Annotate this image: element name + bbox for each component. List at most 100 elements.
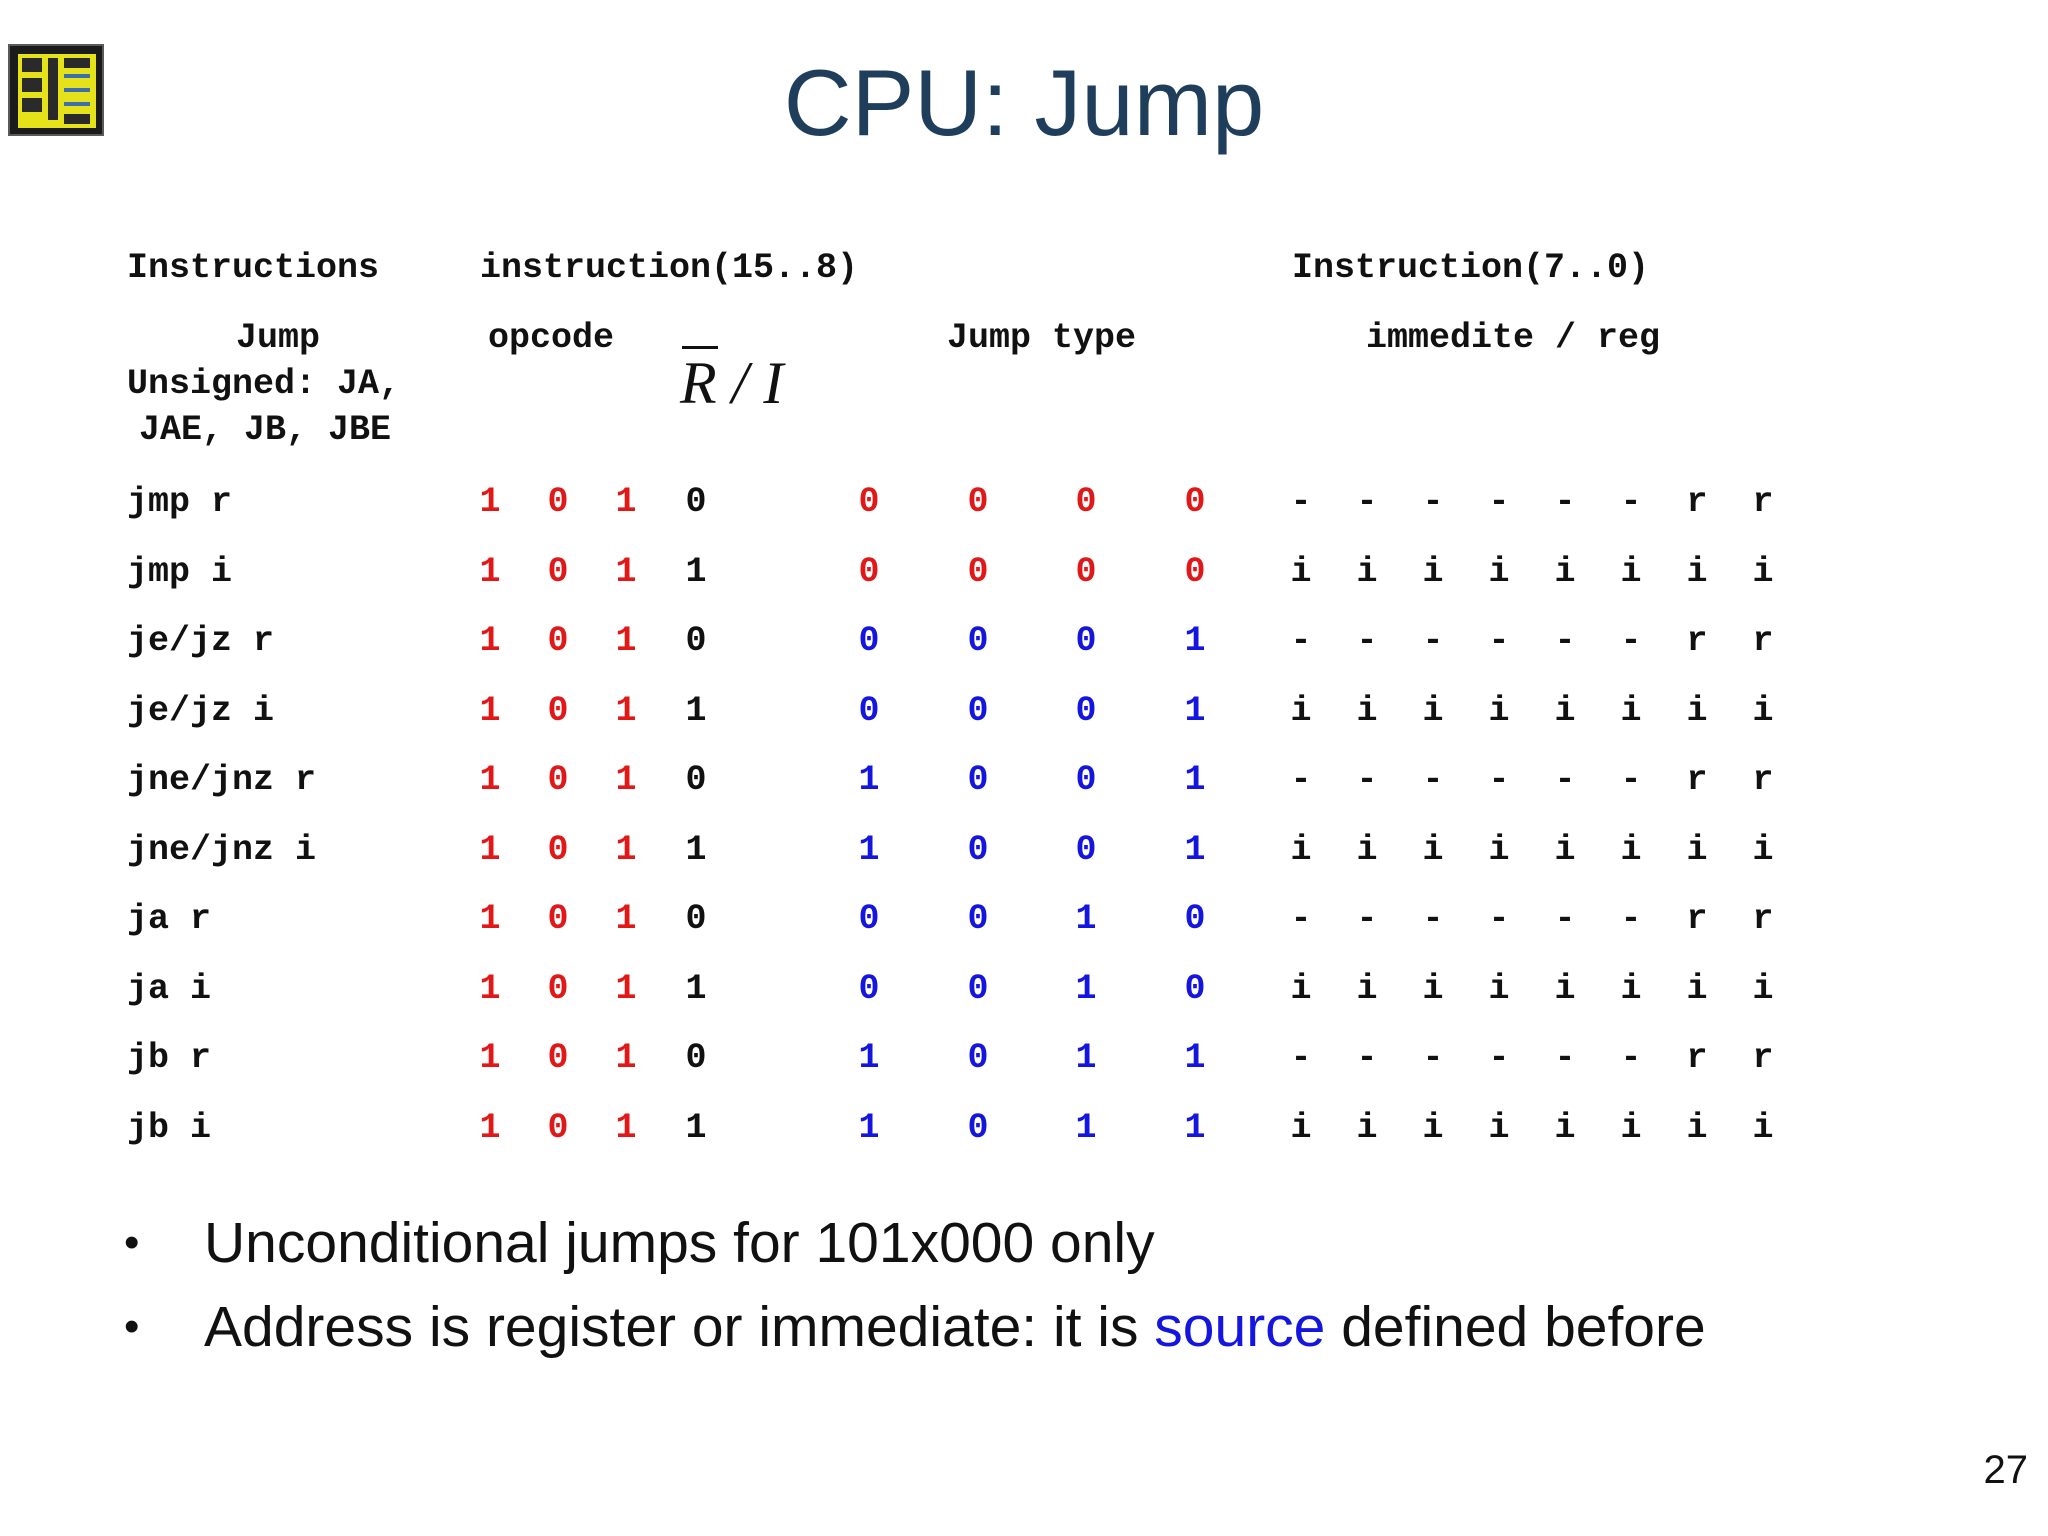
low-byte-bit: - (1620, 1038, 1642, 1078)
jump-type-bit: 0 (858, 482, 880, 522)
opcode-bit: 1 (615, 552, 637, 592)
jump-type-bit: 1 (1184, 760, 1206, 800)
low-byte-bit: - (1488, 482, 1510, 522)
opcode-bit: 1 (615, 621, 637, 661)
opcode-bit: 1 (479, 621, 501, 661)
low-byte-bit: i (1356, 691, 1378, 731)
ri-bit: 1 (685, 830, 707, 870)
instruction-name: jmp i (127, 552, 233, 592)
jump-type-bit: 1 (858, 1038, 880, 1078)
bullet-dot: • (124, 1302, 140, 1351)
opcode-bit: 0 (547, 482, 569, 522)
jump-type-bit: 0 (858, 552, 880, 592)
low-byte-bit: - (1554, 482, 1576, 522)
ri-bit: 0 (685, 760, 707, 800)
opcode-bit: 0 (547, 760, 569, 800)
jump-type-bit: 1 (1075, 899, 1097, 939)
opcode-bit: 1 (479, 969, 501, 1009)
jump-type-bit: 0 (1075, 760, 1097, 800)
opcode-bit: 1 (615, 969, 637, 1009)
jump-type-bit: 0 (1075, 621, 1097, 661)
low-byte-bit: i (1488, 830, 1510, 870)
instruction-name: ja r (127, 899, 212, 939)
low-byte-bit: - (1554, 1038, 1576, 1078)
header-unsigned: Unsigned: JA, (127, 364, 401, 404)
bullet-text: Unconditional jumps for 101x000 only (204, 1211, 1155, 1275)
overbar (682, 346, 718, 349)
ri-bit: 0 (685, 1038, 707, 1078)
jump-type-bit: 1 (858, 830, 880, 870)
header-instructions: Instructions (127, 248, 380, 288)
low-byte-bit: - (1620, 899, 1642, 939)
opcode-bit: 1 (479, 691, 501, 731)
low-byte-bit: i (1422, 1108, 1444, 1148)
low-byte-bit: i (1422, 552, 1444, 592)
low-byte-bit: r (1686, 760, 1708, 800)
low-byte-bit: - (1620, 621, 1642, 661)
jump-type-bit: 1 (1184, 1038, 1206, 1078)
jump-type-bit: 1 (1075, 1038, 1097, 1078)
jump-type-bit: 0 (1184, 552, 1206, 592)
low-byte-bit: r (1752, 899, 1774, 939)
opcode-bit: 1 (615, 760, 637, 800)
page-number: 27 (1983, 1448, 2029, 1492)
low-byte-bit: - (1488, 1038, 1510, 1078)
low-byte-bit: i (1686, 552, 1708, 592)
jump-type-bit: 1 (858, 1108, 880, 1148)
opcode-bit: 0 (547, 1038, 569, 1078)
low-byte-bit: i (1620, 552, 1642, 592)
jump-type-bit: 0 (967, 691, 989, 731)
jump-type-bit: 0 (967, 1108, 989, 1148)
jump-type-bit: 0 (858, 691, 880, 731)
low-byte-bit: i (1620, 1108, 1642, 1148)
bullet-text-before: Address is register or immediate: it is (204, 1295, 1155, 1359)
low-byte-bit: r (1752, 1038, 1774, 1078)
low-byte-bit: - (1290, 1038, 1312, 1078)
header-instruction-high: instruction(15..8) (480, 248, 859, 288)
low-byte-bit: - (1290, 760, 1312, 800)
instruction-name: jne/jnz r (127, 760, 317, 800)
low-byte-bit: - (1554, 760, 1576, 800)
low-byte-bit: i (1686, 830, 1708, 870)
low-byte-bit: i (1620, 969, 1642, 1009)
low-byte-bit: i (1356, 1108, 1378, 1148)
header-jump: Jump (236, 318, 321, 358)
jump-type-bit: 1 (1184, 621, 1206, 661)
low-byte-bit: i (1422, 969, 1444, 1009)
low-byte-bit: - (1290, 482, 1312, 522)
low-byte-bit: - (1422, 899, 1444, 939)
header-register-immediate: R / I (680, 346, 784, 416)
header-ri-label: R / I (680, 350, 784, 416)
low-byte-bit: - (1356, 1038, 1378, 1078)
low-byte-bit: i (1356, 969, 1378, 1009)
low-byte-bit: - (1356, 482, 1378, 522)
jump-type-bit: 1 (858, 760, 880, 800)
instruction-name: jb i (127, 1108, 212, 1148)
low-byte-bit: - (1488, 899, 1510, 939)
ri-bit: 1 (685, 691, 707, 731)
instruction-name: je/jz i (127, 691, 275, 731)
low-byte-bit: - (1290, 621, 1312, 661)
low-byte-bit: - (1290, 899, 1312, 939)
low-byte-bit: i (1422, 830, 1444, 870)
bullet-dot: • (124, 1218, 140, 1267)
jump-type-bit: 0 (967, 830, 989, 870)
low-byte-bit: i (1422, 691, 1444, 731)
jump-type-bit: 0 (967, 1038, 989, 1078)
header-instruction-low: Instruction(7..0) (1292, 248, 1650, 288)
jump-type-bit: 0 (1184, 899, 1206, 939)
low-byte-bit: - (1554, 621, 1576, 661)
jump-type-bit: 0 (967, 621, 989, 661)
jump-type-bit: 1 (1184, 830, 1206, 870)
low-byte-bit: i (1290, 691, 1312, 731)
low-byte-bit: - (1422, 760, 1444, 800)
low-byte-bit: i (1290, 830, 1312, 870)
instruction-name: jb r (127, 1038, 212, 1078)
page-title: CPU: Jump (783, 50, 1265, 155)
jump-type-bit: 0 (1075, 482, 1097, 522)
low-byte-bit: i (1752, 830, 1774, 870)
low-byte-bit: - (1488, 621, 1510, 661)
low-byte-bit: i (1686, 1108, 1708, 1148)
opcode-bit: 1 (479, 830, 501, 870)
instruction-name: jne/jnz i (127, 830, 317, 870)
